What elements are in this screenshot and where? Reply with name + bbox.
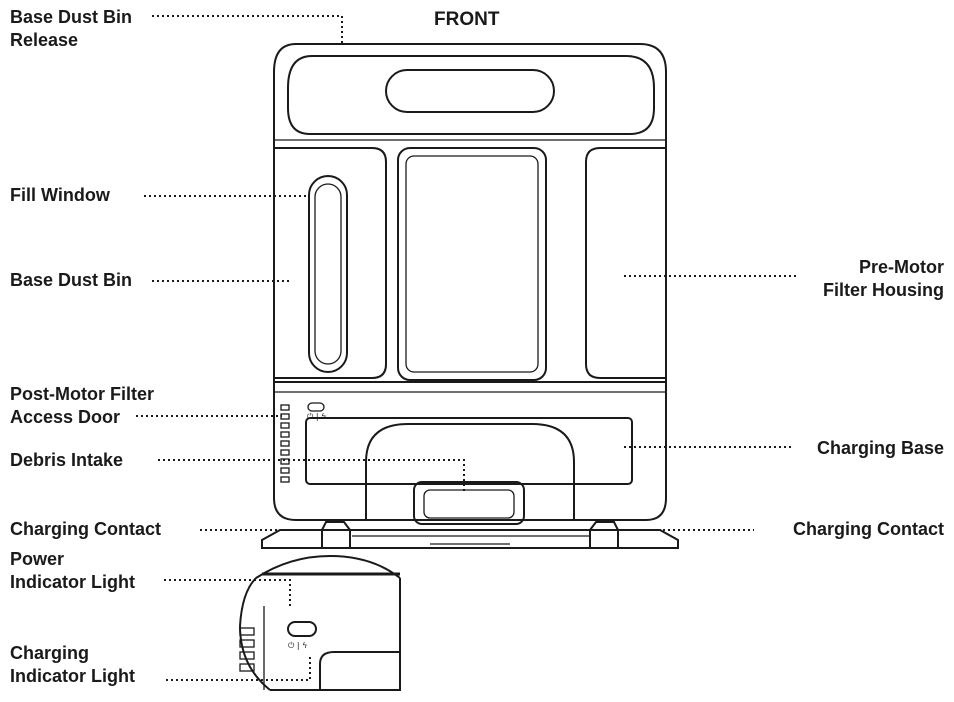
label-base-dust-bin: Base Dust Bin: [10, 270, 133, 290]
post-motor-filter-vents: [280, 404, 290, 483]
pre-motor-filter-housing[interactable]: [585, 147, 666, 379]
charging-contact-left: [321, 521, 351, 548]
center-panel-inner: [405, 155, 539, 373]
leader-lines: [136, 15, 796, 681]
debris-intake-inner: [423, 489, 515, 519]
power-icon: ⏻ | ϟ: [288, 641, 307, 650]
inset-vents: [239, 627, 255, 672]
label-charging-contact-left: Charging Contact: [10, 519, 161, 539]
label-debris-intake: Debris Intake: [10, 450, 124, 470]
indicator-light-inset: ⏻ | ϟ: [239, 554, 401, 691]
indicator-light-small: [307, 402, 325, 412]
label-base-dust-bin-release: Base Dust Bin Release: [10, 7, 133, 50]
center-panel: [397, 147, 547, 381]
power-indicator-light: [287, 621, 317, 637]
label-charging-indicator-light: Charging Indicator Light: [10, 643, 135, 686]
handle-recess: [287, 55, 655, 135]
charging-contact-right: [589, 521, 619, 548]
fill-window-inner: [314, 183, 342, 365]
base-dust-bin[interactable]: [274, 147, 387, 379]
label-post-motor-filter-access-door: Post-Motor Filter Access Door: [10, 384, 154, 427]
charging-base-plate: [261, 529, 679, 549]
svg-text:⏻ | ϟ: ⏻ | ϟ: [307, 412, 326, 421]
label-pre-motor-filter-housing: Pre-Motor Filter Housing: [823, 257, 944, 300]
debris-intake[interactable]: [413, 481, 525, 525]
debris-intake-arch: [365, 423, 575, 520]
charging-base-window: [305, 417, 633, 485]
label-power-indicator-light: Power Indicator Light: [10, 549, 135, 592]
label-charging-base: Charging Base: [816, 438, 944, 458]
label-fill-window: Fill Window: [10, 185, 110, 205]
fill-window: [308, 175, 348, 373]
label-charging-contact-right: Charging Contact: [793, 519, 944, 539]
diagram-title: FRONT: [434, 9, 500, 30]
device-body: [273, 43, 667, 521]
base-dust-bin-release-button[interactable]: [385, 69, 555, 113]
